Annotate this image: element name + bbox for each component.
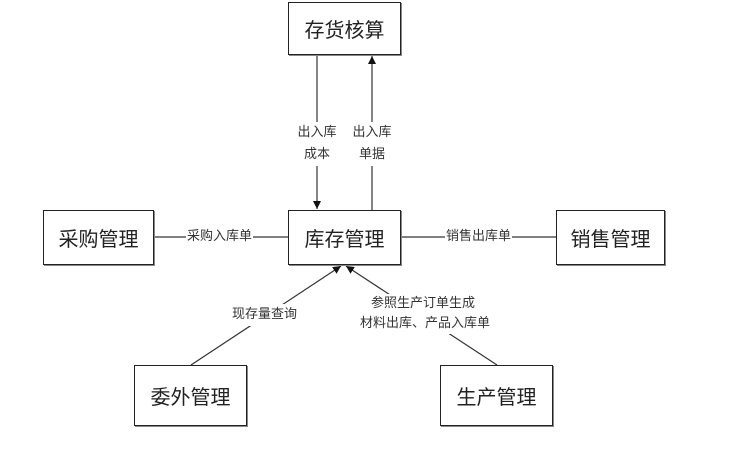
node-inventory-management: 库存管理 xyxy=(288,210,401,265)
node-label: 库存管理 xyxy=(304,227,385,251)
edge-label-line: 参照生产订单生成 xyxy=(370,296,475,311)
edge-label-stock-query: 现存量查询 xyxy=(231,304,299,326)
edge-label-line: 单据 xyxy=(358,147,385,162)
edge-label-line: 材料出库、产品入库单 xyxy=(360,316,491,331)
edge-label-text: 销售出库单 xyxy=(446,229,512,244)
edge-label-production: 参照生产订单生成 材料出库、产品入库单 xyxy=(360,294,491,334)
node-label: 采购管理 xyxy=(58,227,139,251)
node-sales-management: 销售管理 xyxy=(556,210,665,265)
node-inventory-accounting: 存货核算 xyxy=(288,2,401,55)
node-label: 销售管理 xyxy=(570,227,651,251)
node-production-management: 生产管理 xyxy=(440,365,553,426)
edge-label-text: 采购入库单 xyxy=(187,229,253,244)
node-label: 生产管理 xyxy=(456,385,537,409)
edge-label-purchase: 采购入库单 xyxy=(186,226,254,248)
edge-label-line: 出入库 xyxy=(297,125,337,140)
node-purchase-management: 采购管理 xyxy=(43,210,154,265)
edge-label-line: 成本 xyxy=(303,147,330,162)
edge-label-cost: 出入库 成本 xyxy=(296,122,338,166)
edge-label-text: 现存量查询 xyxy=(232,307,298,322)
node-label: 委外管理 xyxy=(150,385,231,409)
edge-label-sales: 销售出库单 xyxy=(445,226,513,248)
edge-label-docs: 出入库 单据 xyxy=(351,122,393,166)
edge-label-line: 出入库 xyxy=(352,125,392,140)
node-label: 存货核算 xyxy=(304,18,385,42)
node-outsourcing-management: 委外管理 xyxy=(134,365,247,426)
